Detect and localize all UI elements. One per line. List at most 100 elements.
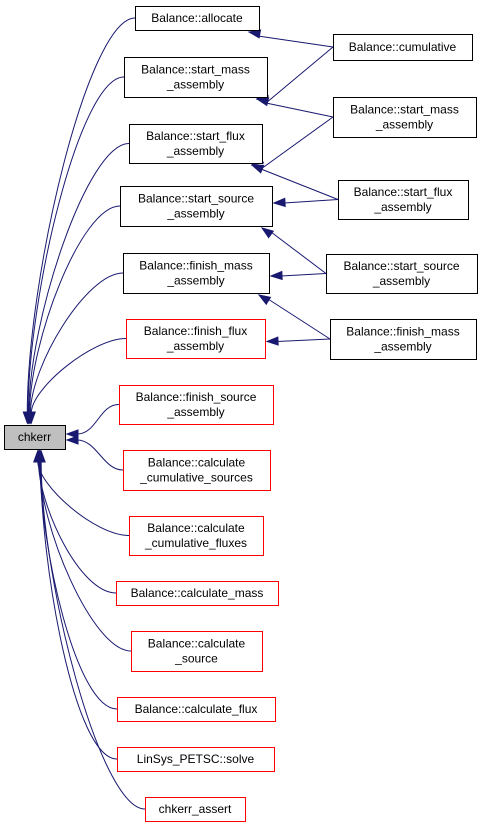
node-finish-flux[interactable]: Balance::finish_flux_assembly: [126, 319, 266, 359]
node-label: _assembly: [166, 144, 224, 158]
edge-chkerr_assert-to-chkerr: [36, 449, 146, 810]
edge-line: [265, 46, 334, 104]
edge-line: [257, 35, 334, 48]
edge-line: [29, 272, 124, 414]
node-label: Balance::cumulative: [349, 40, 457, 54]
edge-r_finish_mass-to-finish_mass: [257, 294, 331, 340]
node-finish-mass[interactable]: Balance::finish_mass_assembly: [123, 253, 270, 294]
node-cumulative[interactable]: Balance::cumulative: [333, 34, 473, 61]
node-chkerr-assert[interactable]: chkerr_assert: [145, 797, 246, 822]
node-label: Balance::calculate_flux: [135, 702, 258, 716]
node-label: Balance::start_flux: [146, 129, 245, 143]
edge-calc_source-to-chkerr: [34, 449, 132, 652]
edge-line: [76, 404, 120, 435]
node-r-start-flux[interactable]: Balance::start_flux_assembly: [338, 180, 469, 220]
node-label: Balance::allocate: [151, 11, 243, 25]
node-label: Balance::start_mass: [350, 103, 459, 117]
arrowhead-icon: [269, 270, 283, 281]
node-label: Balance::start_flux: [354, 185, 453, 199]
arrowhead-icon: [65, 429, 79, 439]
node-box: [4, 425, 66, 450]
node-label: _assembly: [166, 339, 224, 353]
arrowhead-icon: [272, 197, 286, 208]
nodes-layer: chkerr Balance::allocateBalance::start_ma…: [4, 6, 478, 822]
edge-line: [37, 460, 130, 536]
node-box: [135, 6, 260, 31]
node-box: [116, 581, 279, 606]
arrowhead-icon: [257, 294, 272, 306]
node-box: [131, 631, 263, 672]
edge-r_start_mass-to-start_mass: [255, 97, 334, 118]
node-chkerr[interactable]: chkerr: [4, 425, 66, 450]
arrowhead-icon: [247, 29, 262, 39]
node-linsys[interactable]: LinSys_PETSC::solve: [117, 747, 275, 772]
edge-line: [30, 338, 127, 414]
node-label: _assembly: [373, 340, 431, 354]
arrowhead-icon: [65, 435, 79, 445]
edge-calc_mass-to-chkerr: [33, 449, 117, 594]
node-calc-cum-fluxes[interactable]: Balance::calculate_cumulative_fluxes: [129, 516, 264, 556]
arrowhead-icon: [26, 411, 36, 425]
node-label: _assembly: [375, 118, 433, 132]
node-box: [145, 797, 246, 822]
node-box: [120, 186, 273, 227]
node-label: Balance::calculate: [147, 521, 245, 535]
node-box: [330, 319, 477, 360]
node-box: [129, 124, 263, 164]
node-box: [123, 253, 270, 294]
node-calc-flux[interactable]: Balance::calculate_flux: [117, 697, 276, 722]
node-label: _assembly: [166, 274, 224, 288]
edge-line: [27, 76, 125, 414]
node-calc-cum-sources[interactable]: Balance::calculate_cumulative_sources: [123, 450, 271, 491]
node-start-mass[interactable]: Balance::start_mass_assembly: [124, 57, 268, 98]
node-box: [326, 254, 478, 294]
edge-line: [28, 143, 130, 414]
node-calc-mass[interactable]: Balance::calculate_mass: [116, 581, 279, 606]
arrowhead-icon: [250, 164, 265, 174]
edge-line: [260, 116, 334, 170]
node-label: _assembly: [166, 207, 224, 221]
node-label: _assembly: [166, 405, 224, 419]
node-start-source[interactable]: Balance::start_source_assembly: [120, 186, 273, 227]
node-label: Balance::finish_mass: [139, 259, 252, 273]
edge-start_flux-to-chkerr: [24, 143, 130, 425]
edge-calc_cum_sources-to-chkerr: [65, 435, 124, 471]
node-box: [333, 97, 477, 138]
arrowhead-icon: [260, 227, 275, 239]
node-label: Balance::finish_source: [136, 390, 257, 404]
edge-r_finish_mass-to-finish_flux: [265, 336, 331, 346]
node-box: [117, 747, 275, 772]
node-box: [338, 180, 469, 220]
edge-r_start_flux-to-start_flux: [250, 164, 339, 200]
edge-finish_flux-to-chkerr: [26, 338, 127, 425]
edge-r_start_source-to-start_source: [260, 227, 327, 274]
edge-calc_cum_fluxes-to-chkerr: [33, 449, 130, 536]
edge-line: [26, 17, 136, 414]
edge-finish_mass-to-chkerr: [25, 272, 124, 425]
node-label: Balance::calculate: [148, 456, 246, 470]
node-label: _assembly: [166, 78, 224, 92]
node-r-finish-mass[interactable]: Balance::finish_mass_assembly: [330, 319, 477, 360]
node-r-start-source[interactable]: Balance::start_source_assembly: [326, 254, 478, 294]
node-label: Balance::finish_mass: [346, 325, 459, 339]
node-label: Balance::calculate_mass: [131, 586, 264, 600]
arrowhead-icon: [255, 97, 270, 107]
edge-r_start_flux-to-start_source: [272, 197, 339, 208]
node-calc-source[interactable]: Balance::calculate_source: [131, 631, 263, 672]
node-box: [119, 385, 274, 425]
node-start-flux[interactable]: Balance::start_flux_assembly: [129, 124, 263, 164]
edge-start_mass-to-chkerr: [23, 76, 125, 425]
node-finish-source[interactable]: Balance::finish_source_assembly: [119, 385, 274, 425]
edge-line: [276, 338, 331, 342]
node-r-start-mass[interactable]: Balance::start_mass_assembly: [333, 97, 477, 138]
node-box: [124, 57, 268, 98]
node-label: _cumulative_fluxes: [144, 536, 247, 550]
node-label: Balance::start_mass: [141, 63, 250, 77]
node-allocate[interactable]: Balance::allocate: [135, 6, 260, 31]
edge-line: [40, 460, 146, 810]
edge-r_start_source-to-finish_mass: [269, 270, 327, 281]
node-box: [129, 516, 264, 556]
edge-line: [40, 460, 118, 760]
node-box: [123, 450, 271, 491]
